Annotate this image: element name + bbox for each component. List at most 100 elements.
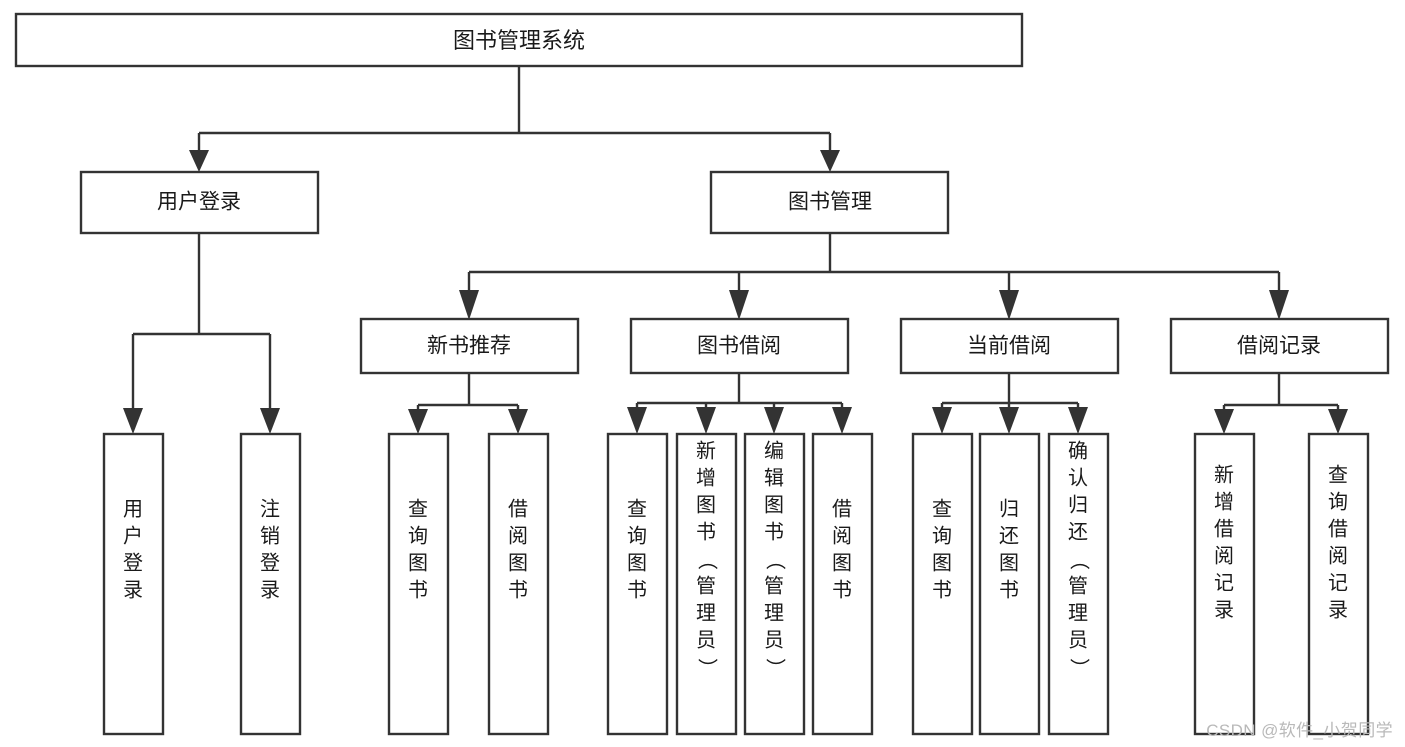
leaf-borrow-book-recommend-box[interactable] [487,432,550,736]
arrowhead-bookborrow-leaf-4 [832,407,852,434]
svg-text:辑: 辑 [764,466,784,489]
node-new-book-recommend[interactable]: 新书推荐 [359,317,580,375]
svg-text:录: 录 [123,579,143,601]
svg-text:确: 确 [1068,439,1088,462]
svg-text:登: 登 [123,551,143,574]
svg-text:图: 图 [627,552,647,574]
node-current-borrow-box[interactable] [899,317,1120,375]
leaf-borrow-book-box[interactable] [811,432,874,736]
leaf-query-borrow-record-box[interactable] [1307,432,1370,736]
arrowhead-bookborrow-leaf-1 [627,407,647,434]
svg-text:记: 记 [1214,571,1234,594]
svg-text:图: 图 [932,552,952,574]
leaf-edit-book-admin-box[interactable] [743,432,806,736]
svg-text:户: 户 [123,524,143,547]
arrowhead-borrow-record [1269,290,1289,320]
svg-text:查: 查 [627,497,647,520]
svg-text:管: 管 [1068,574,1088,597]
connector-layer [123,66,1348,434]
svg-text:借: 借 [508,497,528,520]
node-book-borrow[interactable]: 图书借阅 [629,317,850,375]
arrowhead-book-borrow [729,290,749,320]
node-borrow-record[interactable]: 借阅记录 [1169,317,1390,375]
svg-text:询: 询 [408,524,428,547]
leaf-query-book-borrow-box[interactable] [606,432,669,736]
node-borrow-record-box[interactable] [1169,317,1390,375]
node-root-book-management-system[interactable]: 图书管理系统 [14,12,1024,68]
svg-text:录: 录 [1328,599,1348,621]
svg-text:查: 查 [932,497,952,520]
leaf-return-book-box[interactable] [978,432,1041,736]
svg-text:图: 图 [999,552,1019,574]
svg-text:书: 书 [508,578,528,601]
node-root-label: 图书管理系统 [453,28,585,53]
node-book-management-box[interactable] [709,170,950,235]
svg-text:销: 销 [260,524,280,547]
node-user-login-box[interactable] [79,170,320,235]
leaf-add-borrow-record-box[interactable] [1193,432,1256,736]
arrowhead-user-login [189,150,209,172]
leaf-confirm-return-admin-box[interactable] [1047,432,1110,736]
node-book-management[interactable]: 图书管理 [709,170,950,235]
node-user-login[interactable]: 用户登录 [79,170,320,235]
arrowhead-leaf-user-login [123,408,143,434]
node-book-borrow-box[interactable] [629,317,850,375]
node-new-book-recommend-label: 新书推荐 [427,335,511,358]
svg-text:询: 询 [1328,490,1348,513]
svg-text:书: 书 [408,578,428,601]
node-current-borrow-label: 当前借阅 [967,335,1051,358]
leaf-logout-box[interactable] [239,432,302,736]
svg-text:借: 借 [1328,517,1348,540]
svg-text:书: 书 [999,578,1019,601]
svg-text:还: 还 [999,524,1019,547]
arrowhead-bookborrow-leaf-2 [696,407,716,434]
node-book-borrow-label: 图书借阅 [697,335,781,358]
arrowhead-currentborrow-leaf-3 [1068,407,1088,434]
arrowhead-book-manage [820,150,840,172]
svg-text:认: 认 [1068,466,1088,489]
arrowhead-currentborrow-leaf-2 [999,407,1019,434]
svg-text:归: 归 [1068,493,1088,516]
leaf-user-login-box[interactable] [102,432,165,736]
svg-text:书: 书 [764,520,784,543]
svg-text:图: 图 [408,552,428,574]
node-new-book-recommend-box[interactable] [359,317,580,375]
leaf-query-book-current-box[interactable] [911,432,974,736]
svg-text:管: 管 [764,574,784,597]
svg-text:理: 理 [764,602,784,624]
svg-text:）: ） [764,658,787,678]
node-root-box[interactable] [14,12,1024,68]
leaf-user-login[interactable]: 用户登录 [102,432,165,736]
svg-text:图: 图 [832,552,852,574]
node-current-borrow[interactable]: 当前借阅 [899,317,1120,375]
leaf-add-book-admin-box[interactable] [675,432,738,736]
svg-text:书: 书 [627,578,647,601]
leaf-query-book-recommend-box[interactable] [387,432,450,736]
svg-text:录: 录 [1214,599,1234,621]
svg-text:借: 借 [1214,517,1234,540]
node-borrow-record-label: 借阅记录 [1237,335,1321,358]
svg-text:新: 新 [1214,463,1234,486]
svg-text:编: 编 [764,439,784,462]
leaf-user-login-label: 用户登录 [123,498,143,601]
